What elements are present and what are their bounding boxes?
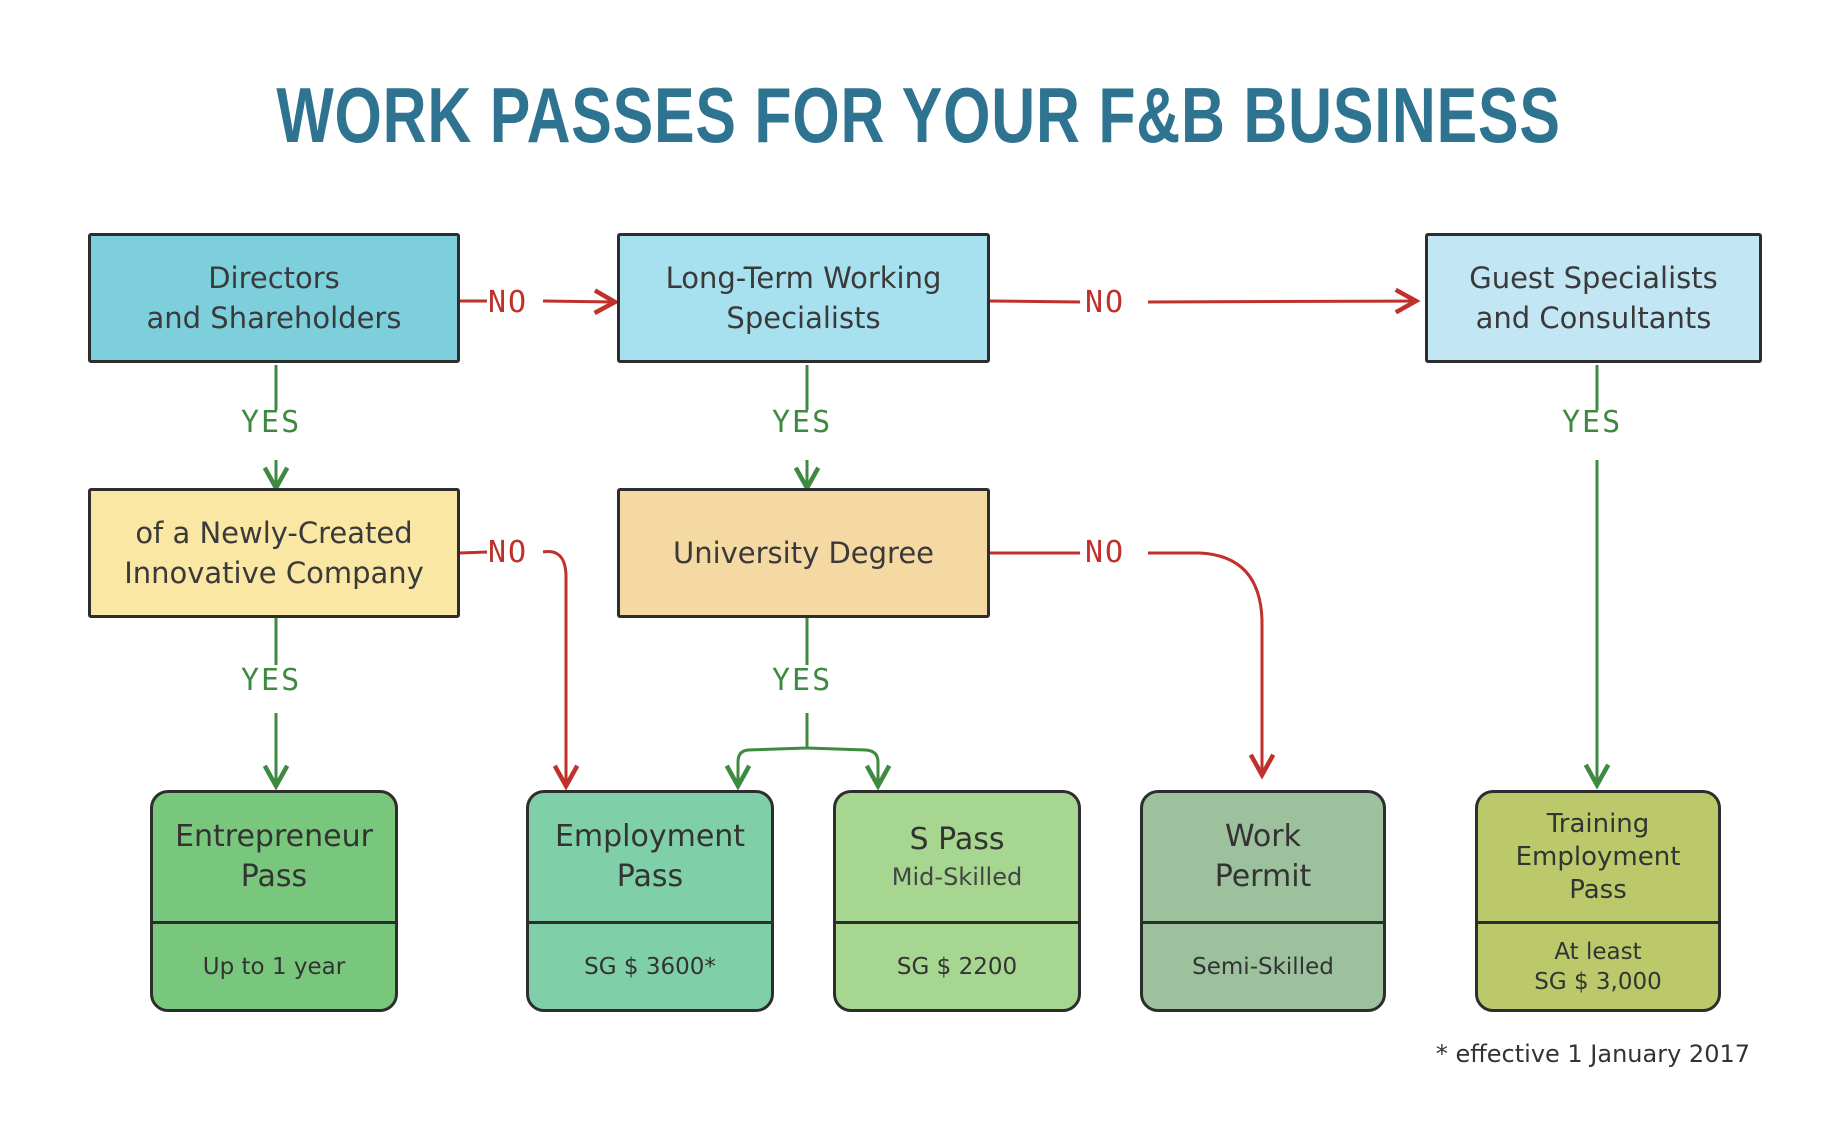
page-title: WORK PASSES FOR YOUR F&B BUSINESS bbox=[276, 71, 1561, 159]
pass-s-pass-sub: Mid-Skilled bbox=[891, 863, 1023, 891]
question-innovative-text: of a Newly-Created Innovative Company bbox=[124, 516, 424, 590]
yes-label: YES bbox=[241, 663, 302, 698]
pass-training-name: Training Employment Pass bbox=[1478, 793, 1718, 924]
question-directors-text: Directors and Shareholders bbox=[146, 261, 402, 335]
no-arrow-longterm bbox=[989, 299, 1081, 304]
yes-label: YES bbox=[241, 405, 302, 440]
pass-entrepreneur-name: Entrepreneur Pass bbox=[153, 793, 395, 924]
yes-label: YES bbox=[772, 405, 833, 440]
pass-work-permit-detail: Semi-Skilled bbox=[1192, 953, 1334, 980]
pass-employment-detail: SG $ 3600* bbox=[584, 953, 716, 980]
no-label: NO bbox=[488, 535, 529, 570]
no-label: NO bbox=[1085, 535, 1126, 570]
question-long-term-text: Long-Term Working Specialists bbox=[665, 261, 942, 335]
no-label: NO bbox=[1085, 285, 1126, 320]
question-innovative: of a Newly-Created Innovative Company bbox=[88, 488, 460, 618]
no-arrow-innovative bbox=[459, 550, 488, 555]
pass-work-permit-name: Work Permit bbox=[1143, 793, 1383, 924]
no-label: NO bbox=[488, 285, 529, 320]
question-degree-text: University Degree bbox=[672, 536, 935, 570]
pass-employment-name: Employment Pass bbox=[529, 793, 771, 924]
pass-employment: Employment Pass SG $ 3600* bbox=[526, 790, 774, 1012]
yes-label: YES bbox=[772, 663, 833, 698]
question-long-term: Long-Term Working Specialists bbox=[617, 233, 990, 363]
pass-s-pass-detail: SG $ 2200 bbox=[896, 953, 1018, 980]
pass-s-pass-name: S Pass bbox=[909, 822, 1005, 857]
pass-entrepreneur-detail: Up to 1 year bbox=[202, 953, 346, 980]
yes-label: YES bbox=[1562, 405, 1623, 440]
pass-work-permit: Work Permit Semi-Skilled bbox=[1140, 790, 1386, 1012]
question-directors: Directors and Shareholders bbox=[88, 233, 460, 363]
question-degree: University Degree bbox=[617, 488, 990, 618]
pass-training-employment: Training Employment Pass At least SG $ 3… bbox=[1475, 790, 1721, 1012]
footnote: * effective 1 January 2017 bbox=[1435, 1040, 1750, 1068]
pass-training-detail: At least SG $ 3,000 bbox=[1534, 938, 1662, 995]
pass-entrepreneur: Entrepreneur Pass Up to 1 year bbox=[150, 790, 398, 1012]
question-guest: Guest Specialists and Consultants bbox=[1425, 233, 1762, 363]
pass-s-pass: S Pass Mid-Skilled SG $ 2200 bbox=[833, 790, 1081, 1012]
question-guest-text: Guest Specialists and Consultants bbox=[1469, 261, 1718, 335]
